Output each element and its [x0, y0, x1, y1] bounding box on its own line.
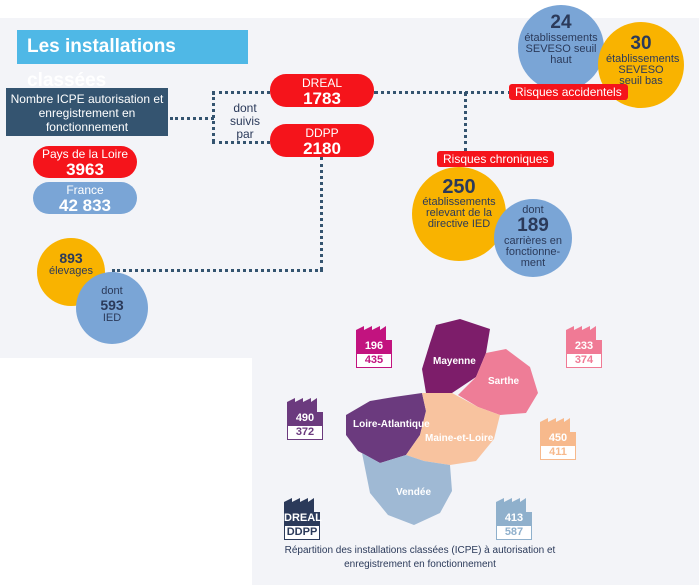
factory-icon [287, 398, 317, 412]
dreal-value: 1783 [303, 89, 341, 108]
elevages-ied-prefix: dont [101, 285, 123, 297]
region-loire-atlantique[interactable] [346, 393, 426, 463]
france-pill: France 42 833 [33, 182, 137, 215]
dreal-pill: DREAL 1783 [270, 74, 374, 108]
elevages-ied-text: IED [102, 312, 122, 324]
risques-chroniques-label: Risques chroniques [437, 151, 555, 167]
connector-risques-chroniques [464, 92, 467, 152]
pays-de-la-loire-map [346, 319, 538, 525]
factory-maine-et-loire-ddpp: 411 [540, 445, 576, 460]
seveso-haut-circle: 24 établissements SEVESO seuil haut [518, 5, 604, 91]
pays-de-la-loire-pill: Pays de la Loire 3963 [33, 146, 137, 179]
carrieres-circle: dont 189 carrières en fonctionne-ment [494, 199, 572, 277]
seveso-bas-text: établissements SEVESO seuil bas [606, 53, 680, 87]
france-label: France [66, 183, 104, 197]
carrieres-value: 189 [517, 215, 549, 236]
ddpp-pill: DDPP 2180 [270, 124, 374, 158]
seveso-bas-value: 30 [630, 33, 652, 54]
connector-dreal-risques [374, 91, 512, 94]
ddpp-label: DDPP [305, 126, 339, 140]
factory-sarthe: 233 374 [566, 326, 608, 368]
factory-maine-et-loire: 450 411 [540, 418, 582, 460]
carrieres-prefix: dont [522, 204, 544, 216]
ddpp-value: 2180 [303, 139, 341, 158]
factory-legend: DREAL DDPP [284, 498, 326, 540]
region-vendee[interactable] [362, 453, 452, 525]
france-value: 42 833 [59, 196, 111, 215]
factory-loire-atlantique: 490 372 [287, 398, 329, 440]
dreal-label: DREAL [301, 76, 342, 90]
elevages-value: 893 [59, 250, 83, 266]
region-label-maine-et-loire: Maine-et-Loire [425, 433, 494, 444]
factory-legend-ddpp: DDPP [284, 525, 320, 540]
factory-icon [356, 326, 386, 340]
region-label-mayenne: Mayenne [433, 356, 476, 367]
region-sarthe[interactable] [458, 349, 538, 415]
risques-accidentels-label: Risques accidentels [509, 84, 628, 100]
region-maine-et-loire[interactable] [406, 393, 500, 465]
region-label-sarthe: Sarthe [488, 376, 520, 387]
factory-loire-atlantique-dreal: 490 [287, 412, 323, 425]
factory-vendee-ddpp: 587 [496, 525, 532, 540]
factory-mayenne-dreal: 196 [356, 340, 392, 353]
factory-mayenne: 196 435 [356, 326, 398, 368]
elevages-ied-circle: dont 593 IED [76, 272, 148, 344]
connector-branch [212, 92, 215, 142]
factory-icon [566, 326, 596, 340]
connector-ddpp-down [320, 157, 323, 270]
connector-ddpp [212, 141, 270, 144]
ied-value: 250 [442, 176, 476, 198]
dont-suivis-par-text: dont suivis par [229, 101, 260, 141]
pays-de-la-loire-label: Pays de la Loire [41, 147, 129, 161]
ied-text: établissements relevant de la directive … [422, 196, 496, 230]
elevages-text: élevages [48, 265, 94, 277]
region-label-loire-atlantique: Loire-Atlantique [353, 419, 430, 430]
page-title: Les installations classées [17, 30, 248, 91]
factory-icon [540, 418, 570, 432]
connector-dreal [212, 91, 270, 94]
factory-icon [496, 498, 526, 512]
factory-sarthe-dreal: 233 [566, 340, 602, 353]
factory-legend-dreal: DREAL [284, 512, 322, 525]
connector-elevages [112, 269, 323, 272]
seveso-haut-value: 24 [550, 12, 572, 33]
connector-nombre [170, 117, 214, 120]
carrieres-text: carrières en fonctionne-ment [503, 235, 563, 269]
factory-vendee: 413 587 [496, 498, 538, 540]
factory-sarthe-ddpp: 374 [566, 353, 602, 368]
ied-circle: 250 établissements relevant de la direct… [412, 167, 506, 261]
factory-icon [284, 498, 314, 512]
pays-de-la-loire-value: 3963 [66, 160, 104, 179]
factory-loire-atlantique-ddpp: 372 [287, 425, 323, 440]
elevages-ied-value: 593 [100, 297, 124, 313]
factory-vendee-dreal: 413 [496, 512, 532, 525]
factory-mayenne-ddpp: 435 [356, 353, 392, 368]
nombre-icpe-box: Nombre ICPE autorisation et enregistreme… [6, 88, 168, 136]
factory-maine-et-loire-dreal: 450 [540, 432, 576, 445]
region-mayenne[interactable] [422, 319, 490, 393]
seveso-haut-text: établissements SEVESO seuil haut [524, 32, 598, 66]
region-label-vendee: Vendée [396, 487, 432, 498]
map-caption: Répartition des installations classées (… [284, 545, 556, 570]
